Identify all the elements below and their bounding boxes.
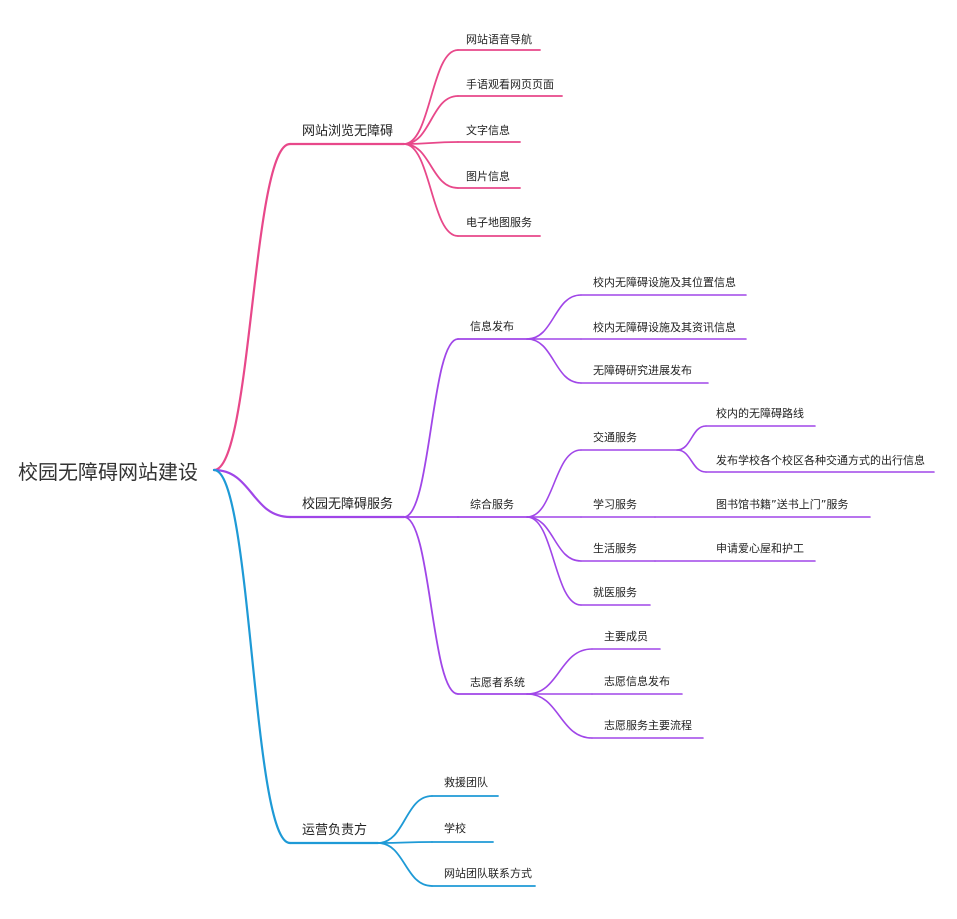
item-care-request[interactable]: 申请爱心屋和护工 — [716, 541, 804, 555]
subtopic-voice-navigation[interactable]: 网站语音导航 — [466, 32, 532, 46]
subtopic-text-info[interactable]: 文字信息 — [466, 123, 510, 137]
subtopic-school[interactable]: 学校 — [444, 821, 466, 835]
edge-info-child-2 — [526, 338, 582, 384]
topic-web-accessibility[interactable]: 网站浏览无障碍 — [302, 123, 393, 139]
subtopic-map-service[interactable]: 电子地图服务 — [466, 216, 532, 229]
edge-service-sub-0 — [403, 338, 459, 518]
item-research-progress[interactable]: 无障碍研究进展发布 — [593, 363, 692, 377]
root-topic[interactable]: 校园无障碍网站建设 — [18, 460, 198, 484]
edge-web-child-1 — [403, 95, 459, 145]
subtopic-volunteer-system[interactable]: 志愿者系统 — [470, 676, 525, 689]
item-transport[interactable]: 交通服务 — [593, 430, 637, 444]
edge-root-to-operator — [212, 468, 292, 845]
item-medical[interactable]: 就医服务 — [593, 585, 637, 599]
subtopic-image-info[interactable]: 图片信息 — [466, 169, 510, 183]
item-travel-info[interactable]: 发布学校各个校区各种交通方式的出行信息 — [716, 453, 925, 467]
edge-web-child-3 — [403, 143, 459, 189]
item-main-members[interactable]: 主要成员 — [604, 630, 648, 643]
edge-operator-child-2 — [377, 842, 433, 887]
connectors — [212, 49, 935, 887]
item-volunteer-process[interactable]: 志愿服务主要流程 — [604, 718, 692, 732]
edge-service-sub-2 — [403, 516, 459, 695]
edge-volunteer-child-0 — [526, 648, 593, 695]
subtopic-contact[interactable]: 网站团队联系方式 — [444, 866, 532, 880]
topic-campus-service[interactable]: 校园无障碍服务 — [302, 496, 393, 512]
item-barrier-free-route[interactable]: 校内的无障碍路线 — [716, 406, 804, 420]
edge-root-to-web — [212, 142, 292, 472]
item-life[interactable]: 生活服务 — [593, 541, 637, 555]
item-facility-news[interactable]: 校内无障碍设施及其资讯信息 — [593, 320, 736, 334]
subtopic-info-publish[interactable]: 信息发布 — [470, 319, 514, 333]
edge-operator-child-1 — [377, 841, 433, 844]
edge-root-to-service — [212, 468, 292, 519]
topic-operator[interactable]: 运营负责方 — [302, 822, 367, 838]
edge-transport-child-0 — [676, 425, 707, 451]
edge-web-child-4 — [403, 143, 459, 237]
edge-web-child-0 — [403, 49, 459, 145]
edge-general-child-0 — [526, 449, 582, 518]
edge-info-child-0 — [526, 294, 582, 340]
edge-general-child-2 — [526, 516, 582, 562]
edge-volunteer-child-2 — [526, 693, 593, 739]
subtopic-rescue-team[interactable]: 救援团队 — [444, 775, 488, 789]
item-volunteer-info[interactable]: 志愿信息发布 — [604, 674, 670, 688]
item-facility-location[interactable]: 校内无障碍设施及其位置信息 — [593, 275, 736, 289]
subtopic-sign-language[interactable]: 手语观看网页页面 — [466, 77, 554, 91]
item-study[interactable]: 学习服务 — [593, 497, 637, 511]
subtopic-general-service[interactable]: 综合服务 — [470, 497, 514, 511]
edge-operator-child-0 — [377, 795, 433, 844]
edge-transport-child-1 — [676, 449, 707, 473]
edge-general-child-3 — [526, 516, 582, 606]
item-book-delivery[interactable]: 图书馆书籍”送书上门”服务 — [716, 497, 848, 511]
